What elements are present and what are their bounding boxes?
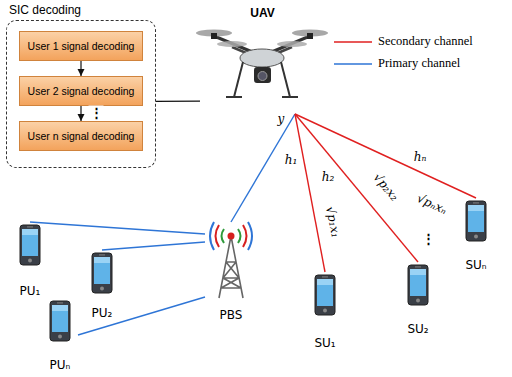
signal-label: √p₂x₂ bbox=[371, 170, 402, 204]
node-label: SUₙ bbox=[465, 258, 486, 272]
user-node: PUₙ bbox=[42, 298, 78, 372]
node-label: SU₁ bbox=[314, 336, 335, 350]
ellipsis-mark: ⋮ bbox=[421, 232, 436, 245]
signal-label: √p₁x₁ bbox=[324, 204, 342, 239]
process-box: User 1 signal decoding bbox=[19, 31, 143, 61]
base-station-icon bbox=[210, 222, 252, 298]
arrow-head bbox=[78, 114, 85, 121]
connector bbox=[30, 222, 205, 234]
node-label: User 1 signal decoding bbox=[28, 40, 135, 52]
group-heading: SIC decoding bbox=[9, 3, 81, 17]
legend-text: Secondary channel bbox=[378, 34, 473, 49]
signal-label: h₁ bbox=[284, 154, 299, 166]
phone-icon bbox=[92, 253, 112, 293]
node-label: SU₂ bbox=[407, 322, 428, 336]
phone-icon bbox=[20, 225, 40, 265]
connector bbox=[78, 297, 205, 335]
phone-icon bbox=[315, 275, 335, 315]
node-label: User 2 signal decoding bbox=[28, 85, 135, 97]
group-box: SIC decodingUser 1 signal decodingUser 2… bbox=[6, 20, 156, 168]
node-label: PBS bbox=[220, 308, 243, 322]
connector bbox=[295, 114, 418, 262]
connector bbox=[295, 114, 325, 272]
node-label: PUₙ bbox=[50, 358, 71, 372]
ellipsis-mark: ⋮ bbox=[89, 106, 104, 119]
user-node: PU₂ bbox=[84, 250, 120, 320]
user-node: SUₙ bbox=[456, 198, 496, 272]
node-label: PU₁ bbox=[20, 284, 41, 298]
node-label: User n signal decoding bbox=[28, 130, 135, 142]
phone-icon bbox=[408, 265, 428, 305]
signal-label: h₂ bbox=[321, 171, 336, 183]
signal-label: √pₙxₙ bbox=[414, 191, 450, 216]
user-node: PU₁ bbox=[12, 222, 48, 298]
signal-label: hₙ bbox=[413, 151, 428, 163]
phone-icon bbox=[50, 301, 70, 341]
process-box: User 2 signal decoding bbox=[19, 76, 143, 106]
legend-text: Primary channel bbox=[378, 56, 460, 71]
process-box: User n signal decoding bbox=[19, 121, 143, 151]
base-station-node: PBS bbox=[205, 222, 257, 322]
connector bbox=[102, 242, 205, 250]
legend-line-red bbox=[334, 41, 372, 43]
uav-node: UAV bbox=[200, 6, 325, 114]
signal-label: y bbox=[277, 113, 286, 125]
connector bbox=[231, 114, 295, 222]
phone-icon bbox=[466, 201, 486, 241]
node-label: UAV bbox=[250, 6, 274, 20]
connector bbox=[156, 100, 200, 102]
drone-icon bbox=[196, 30, 328, 98]
user-node: SU₁ bbox=[305, 272, 345, 350]
node-label: PU₂ bbox=[92, 306, 113, 320]
legend-line-blue bbox=[334, 63, 372, 65]
arrow-head bbox=[78, 69, 85, 76]
user-node: SU₂ bbox=[398, 262, 438, 336]
